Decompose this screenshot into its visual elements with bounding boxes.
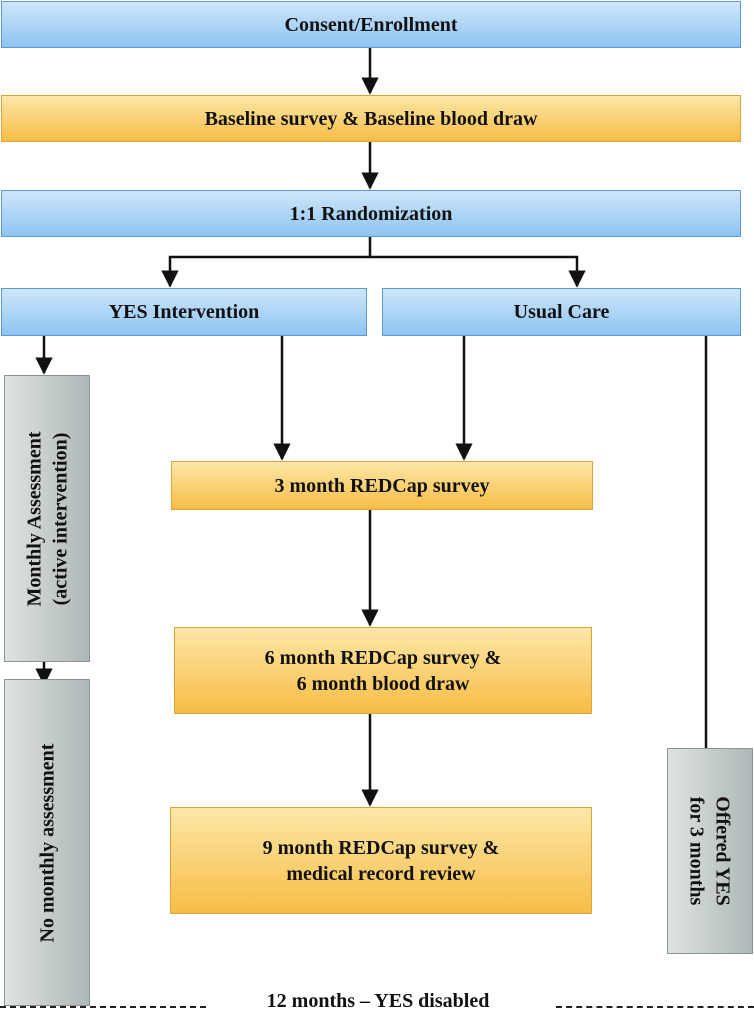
monthly-assessment-label: Monthly Assessment xyxy=(23,430,46,607)
footer-dashed-line-left xyxy=(0,1006,206,1008)
offered-yes-label: Offered YES xyxy=(712,796,734,906)
baseline-label: Baseline survey & Baseline blood draw xyxy=(204,107,538,130)
baseline-box: Baseline survey & Baseline blood draw xyxy=(1,95,741,142)
randomization-box: 1:1 Randomization xyxy=(1,190,741,237)
usual-care-box: Usual Care xyxy=(382,288,741,336)
three-month-survey-box: 3 month REDCap survey xyxy=(171,461,593,510)
randomization-label: 1:1 Randomization xyxy=(289,202,453,225)
for-3-months-label: for 3 months xyxy=(686,796,708,906)
three-month-survey-label: 3 month REDCap survey xyxy=(274,474,490,497)
consent-enrollment-label: Consent/Enrollment xyxy=(284,13,458,36)
offered-yes-box: Offered YES for 3 months xyxy=(667,748,753,954)
arrow-randomization-to-yes xyxy=(161,237,372,288)
footer-label: 12 months – YES disabled xyxy=(266,990,490,1012)
footer-dashed-line-right xyxy=(556,1006,754,1008)
yes-intervention-box: YES Intervention xyxy=(1,288,367,336)
active-intervention-label: (active intervention) xyxy=(49,432,72,605)
usual-care-label: Usual Care xyxy=(513,301,610,323)
six-month-blood-label: 6 month blood draw xyxy=(296,672,470,695)
no-monthly-assessment-label: No monthly assessment xyxy=(36,743,58,942)
six-month-box: 6 month REDCap survey & 6 month blood dr… xyxy=(174,627,592,714)
six-month-survey-label: 6 month REDCap survey & xyxy=(264,646,502,669)
yes-intervention-label: YES Intervention xyxy=(108,301,260,323)
nine-month-box: 9 month REDCap survey & medical record r… xyxy=(170,807,592,914)
arrow-randomization-to-usual xyxy=(370,255,586,288)
no-monthly-assessment-box: No monthly assessment xyxy=(4,679,90,1006)
consent-enrollment-box: Consent/Enrollment xyxy=(1,1,741,48)
nine-month-record-label: medical record review xyxy=(286,862,476,885)
monthly-assessment-box: Monthly Assessment (active intervention) xyxy=(4,375,90,662)
nine-month-survey-label: 9 month REDCap survey & xyxy=(262,836,500,859)
